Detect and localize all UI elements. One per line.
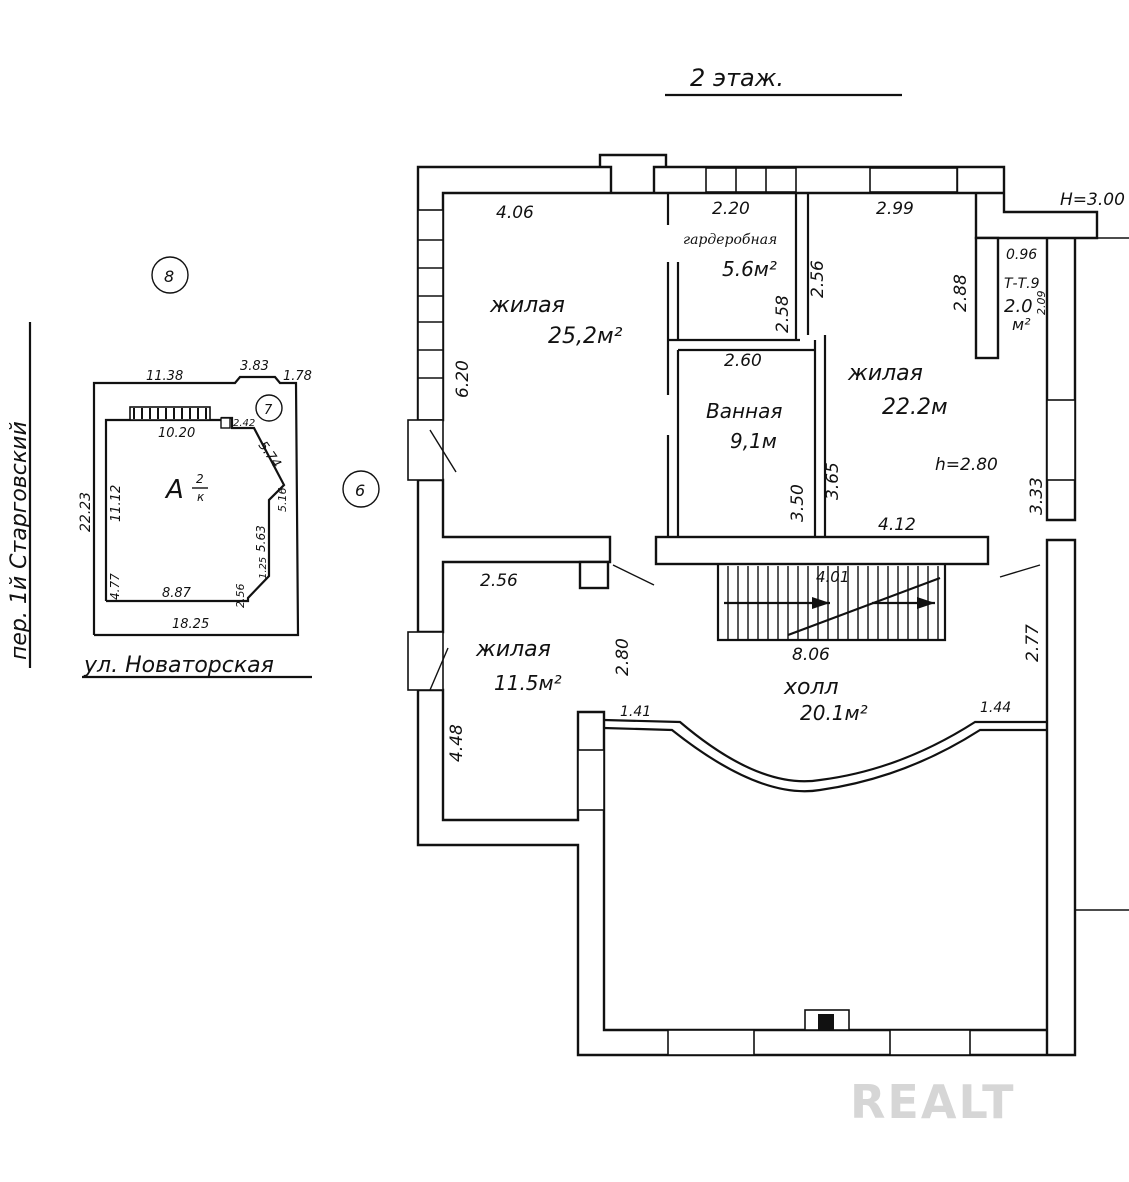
room-tt-width: 0.96 — [1006, 247, 1037, 263]
marker-6-label: 6 — [355, 481, 365, 500]
height-mark: Н=3.00 — [1060, 190, 1125, 210]
site-dim-bottom-inner: 8.87 — [162, 586, 192, 601]
marker-7 — [255, 394, 283, 422]
room-living2-label: жилая — [847, 361, 923, 386]
window-bottom-1 — [667, 1029, 755, 1056]
room-living2-area: 22.2м — [882, 395, 948, 420]
room-hall-label: холл — [783, 675, 839, 700]
balcony-door-left — [407, 419, 444, 481]
site-dim-top-mid: 3.83 — [240, 359, 269, 374]
window-hall-left — [577, 749, 605, 811]
dim-2-80: 2.80 — [613, 638, 633, 676]
marker-8-label: 8 — [164, 267, 174, 286]
marker-6 — [342, 470, 380, 508]
chimney-icon — [818, 1014, 834, 1030]
site-dim-inner-small: 2.42 — [233, 418, 255, 429]
site-dim-right-a: 5.63 — [254, 525, 268, 552]
dim-2-99: 2.99 — [876, 199, 914, 219]
room-living2-height: h=2.80 — [935, 455, 998, 475]
marker-7-label: 7 — [264, 403, 273, 418]
dim-6-20: 6.20 — [453, 360, 473, 398]
site-dim-bottom-small: 2.56 — [234, 584, 247, 609]
room-wardrobe-area: 5.6м² — [722, 257, 777, 281]
site-plan: пер. 1й Старговский ул. Новаторская 8 7 … — [7, 256, 380, 679]
site-dim-left-inner: 11.12 — [109, 485, 124, 522]
building-fraction-bottom: к — [197, 490, 205, 504]
balcony-door-left-2 — [407, 631, 444, 691]
room-living3-area: 11.5м² — [494, 671, 562, 695]
realt-watermark: REALT — [850, 1075, 1016, 1129]
window-left-1 — [417, 209, 444, 421]
side-street-label: пер. 1й Старговский — [7, 421, 32, 660]
room-living1-area: 25,2м² — [548, 324, 623, 349]
balcony-curve-outer — [603, 718, 1047, 783]
dim-2-20: 2.20 — [712, 199, 750, 219]
room-tt-vert: 2.09 — [1035, 291, 1048, 316]
site-dim-bottom-left: 4.77 — [108, 573, 122, 600]
dim-4-06: 4.06 — [496, 203, 534, 223]
site-dim-top-left: 11.38 — [146, 369, 183, 384]
window-bottom-2 — [889, 1029, 971, 1056]
site-dim-diag: 5.74 — [255, 439, 284, 471]
building-fraction-top: 2 — [196, 472, 204, 486]
room-tt-label: Т-Т.9 — [1004, 276, 1040, 292]
window-top-2 — [869, 167, 958, 193]
pillar — [578, 560, 610, 590]
room-hall-area: 20.1м² — [800, 701, 868, 725]
site-dim-left-outer: 22.23 — [78, 492, 94, 532]
stair-wall — [654, 535, 990, 566]
bottom-street-label: ул. Новаторская — [83, 653, 274, 678]
marker-8 — [151, 256, 189, 294]
window-top-1 — [705, 167, 797, 193]
dim-3-65: 3.65 — [823, 462, 843, 500]
dim-2-60: 2.60 — [724, 351, 762, 371]
dim-4-48: 4.48 — [447, 724, 467, 762]
site-dim-top-right: 1.78 — [283, 369, 312, 384]
tt-partition — [974, 236, 1000, 360]
room-bath-label: Ванная — [706, 399, 782, 423]
dim-2-58: 2.58 — [773, 295, 793, 333]
room-wardrobe-label: гардеробная — [683, 232, 777, 248]
room-bath-area: 9,1м — [730, 429, 777, 453]
window-right — [1046, 399, 1076, 481]
dim-2-77: 2.77 — [1023, 624, 1043, 662]
dim-2-56: 2.56 — [480, 571, 518, 591]
site-dim-bottom-outer: 18.25 — [172, 617, 209, 632]
dim-1-41: 1.41 — [620, 704, 651, 720]
dim-2-88: 2.88 — [951, 274, 971, 312]
building-letter: А — [164, 475, 184, 505]
dim-3-50: 3.50 — [788, 484, 808, 522]
lot-boundary — [92, 375, 300, 637]
site-dim-inner-top: 10.20 — [158, 426, 195, 441]
site-dim-right-c: 1.25 — [258, 557, 269, 579]
balcony-curve-inner — [603, 726, 1047, 793]
dim-4-01: 4.01 — [816, 568, 849, 586]
house-plan: жилая 25,2м² гардеробная 5.6м² Ванная 9,… — [407, 153, 1129, 1057]
dim-1-44: 1.44 — [980, 700, 1011, 716]
room-living1-label: жилая — [489, 293, 565, 318]
staircase — [716, 564, 947, 642]
room-tt-unit: м² — [1012, 315, 1031, 334]
dim-3-33: 3.33 — [1027, 477, 1047, 515]
site-dim-right-b: 5.16 — [276, 488, 289, 513]
dim-4-12: 4.12 — [878, 515, 916, 535]
dim-8-06: 8.06 — [792, 645, 830, 665]
room-living3-label: жилая — [475, 637, 551, 662]
room-tt-area: 2.0 — [1004, 296, 1033, 317]
dim-2-56-vertical: 2.56 — [808, 260, 828, 298]
floor-title: 2 этаж. — [690, 64, 784, 92]
